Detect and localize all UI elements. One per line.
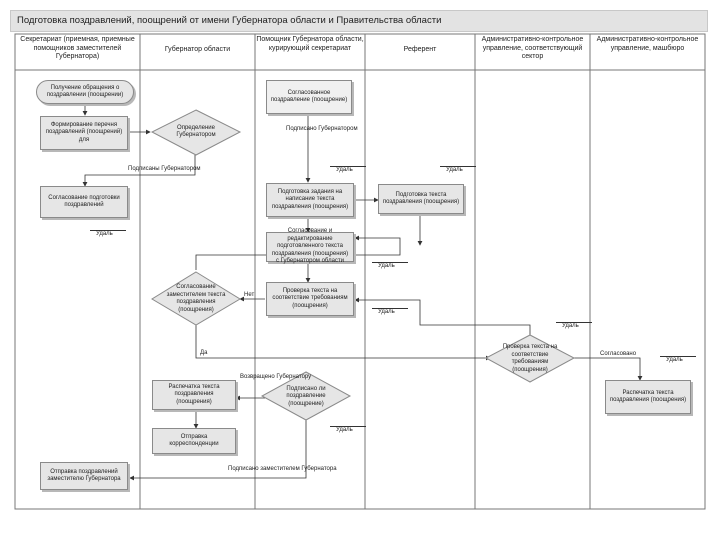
lane-frame	[14, 33, 706, 510]
signed-decision-text: Подписано ли поздравление (поощрение)	[286, 385, 326, 407]
note-line-8	[330, 426, 366, 427]
prepare-text-box: Подготовка задания на написание текста п…	[266, 183, 354, 217]
arrow-approve-yes	[195, 325, 491, 361]
note-line-6	[556, 322, 592, 323]
approve-deputy-box: Согласование подготовки поздравлений	[40, 186, 128, 218]
note-line-4	[372, 262, 408, 263]
mach-print-box: Распечатка текста поздравления (поощрени…	[605, 380, 691, 414]
lane-assistant: Помощник Губернатора области, курирующий…	[256, 36, 364, 52]
note-6: Удаль	[562, 323, 579, 329]
note-5: Удаль	[378, 309, 395, 315]
gov-decision-diamond	[150, 109, 242, 156]
send-mail-box: Отправка корреспонденции	[152, 428, 236, 454]
no-label: Нет	[244, 292, 255, 298]
assistant-doc: Согласованное поздравление (поощрение)	[266, 80, 352, 114]
lane-secretariat: Секретариат (приемная, приемные помощник…	[20, 36, 135, 60]
signed-deputy-bottom-label: Подписано заместителем Губернатора	[228, 466, 337, 472]
note-line-7	[660, 356, 696, 357]
print-text-box: Распечатка текста поздравления (поощрени…	[152, 380, 236, 410]
dept-review-box: Проверка текста на соответствие требован…	[266, 282, 354, 316]
agree-text-box: Согласование и редактирование подготовле…	[266, 228, 354, 264]
signed-by-label: Подписаны Губернатором	[128, 166, 201, 172]
note-1: Удаль	[96, 231, 113, 237]
note-line-5	[372, 308, 408, 309]
approve-decision-text: Согласование заместителем текста поздрав…	[166, 284, 226, 313]
lane-governor: Губернатор области	[164, 46, 231, 53]
final-send-box: Отправка поздравлений заместителю Губерн…	[40, 462, 128, 490]
signed-decision-diamond	[260, 371, 352, 421]
gov-decision-text: Определение Губернатором	[176, 124, 216, 139]
note-4: Удаль	[378, 263, 395, 269]
review-decision-diamond	[484, 334, 576, 383]
yes-label: Да	[200, 350, 208, 356]
arrow-approve-loop	[195, 235, 401, 270]
note-line-2	[330, 166, 366, 167]
note-8: Удаль	[336, 427, 353, 433]
lane-referent: Референт	[403, 46, 437, 53]
arrow-review-to-sign	[354, 297, 531, 335]
review-decision-text: Проверка текста на соответствие требован…	[502, 344, 558, 373]
referent-prepare-box: Подготовка текста поздравления (поощрени…	[378, 184, 464, 214]
note-3: Удаль	[446, 167, 463, 173]
arrow-decision-to-approve	[82, 155, 196, 187]
start-terminator: Получение обращения о поздравлении (поощ…	[36, 80, 134, 104]
note-2: Удаль	[336, 167, 353, 173]
title-bar: Подготовка поздравлений, поощрений от им…	[10, 10, 708, 32]
approve-decision-diamond	[151, 271, 241, 326]
diagram-title: Подготовка поздравлений, поощрений от им…	[17, 15, 442, 26]
note-line-3	[440, 166, 476, 167]
agreed-label: Согласовано	[600, 351, 637, 357]
form-proposal-box: Формирование перечня поздравлений (поощр…	[40, 116, 128, 150]
lane-control-sector: Административно-контрольное управление, …	[481, 36, 584, 60]
note-line-1	[90, 230, 126, 231]
arrow-signed-to-final	[129, 420, 307, 481]
note-7: Удаль	[666, 357, 683, 363]
assistant-sign-label: Подписано Губернатором	[286, 126, 358, 132]
arrow-review-agreed	[570, 357, 643, 381]
returned-label: Возвращено Губернатору	[240, 374, 312, 380]
lane-typing-bureau: Административно-контрольное управление, …	[596, 36, 699, 52]
